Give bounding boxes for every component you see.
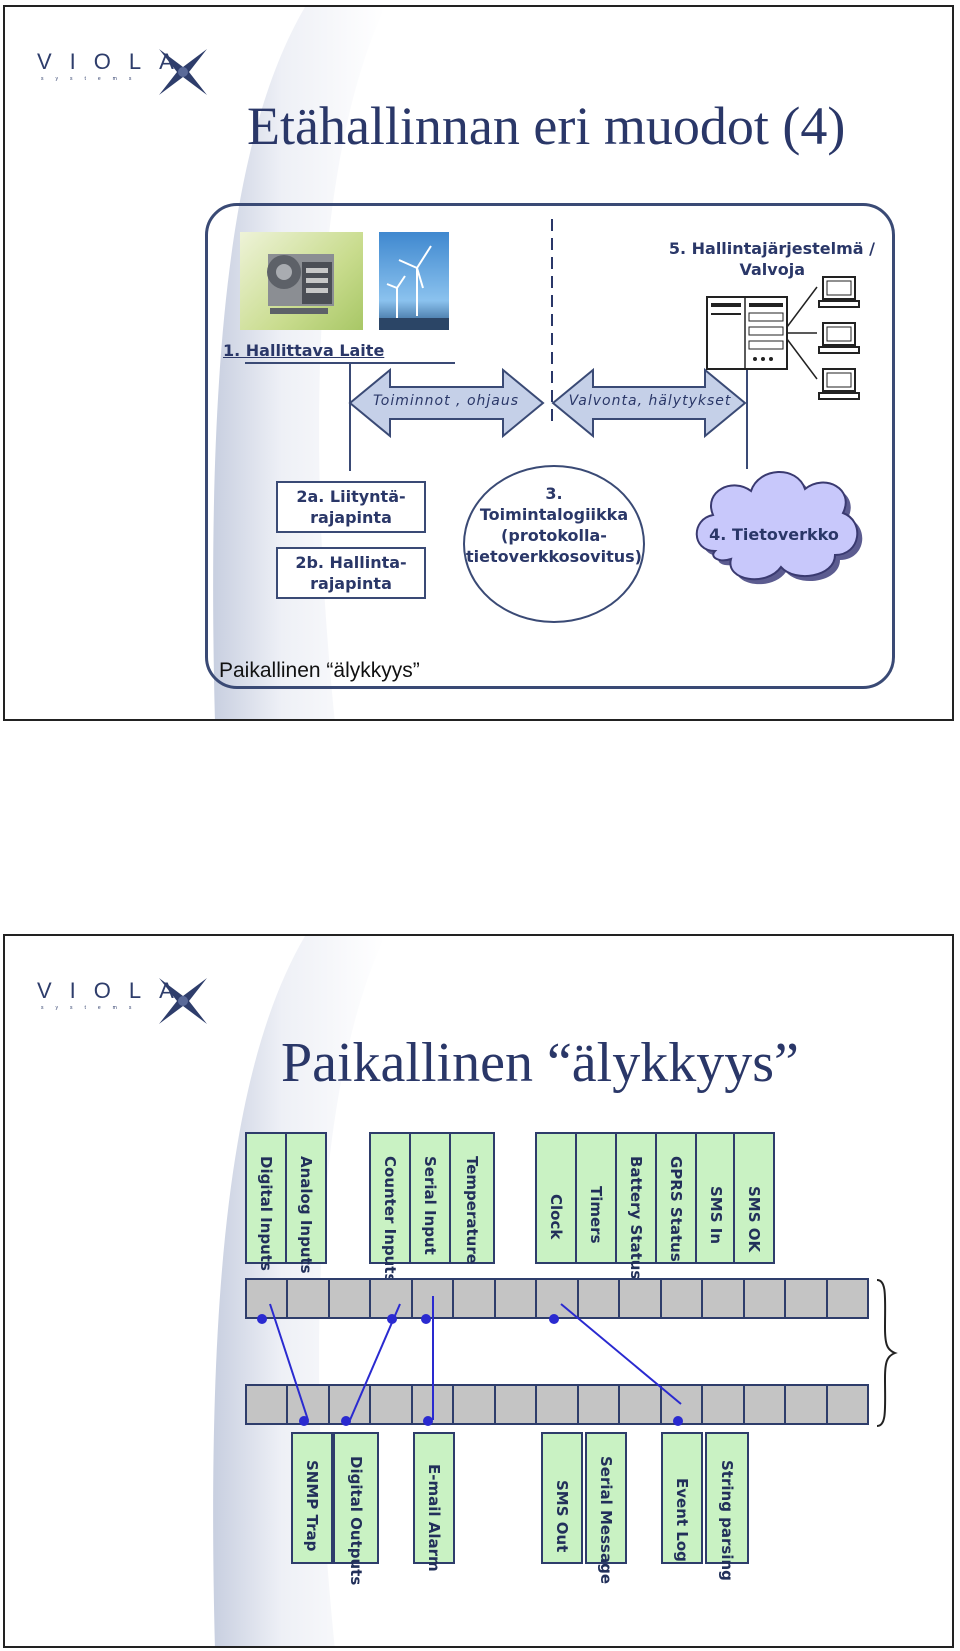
logic-line-1: 3.: [545, 484, 563, 503]
output-label: Serial Message: [597, 1456, 615, 1584]
mapping-lines: [269, 1296, 682, 1421]
input-label: Battery Status: [627, 1156, 645, 1280]
output-label: Event Log: [673, 1478, 691, 1562]
computer-icon: [818, 368, 860, 400]
output-string-parsing: String parsing: [705, 1432, 749, 1581]
interface-2b-line-2: rajapinta: [310, 574, 392, 593]
mapping-dot: [673, 1416, 683, 1426]
logic-line-4: tietoverkkosovitus): [466, 547, 642, 566]
logo-star-icon: [159, 978, 207, 1024]
output-label: String parsing: [718, 1460, 736, 1581]
page-title: Etähallinnan eri muodot (4): [247, 96, 846, 156]
brace-icon: [876, 1279, 898, 1427]
diagram-connectors: [245, 219, 748, 471]
computer-icon: [818, 276, 860, 308]
interface-2a-line-1: 2a. Liityntä-: [296, 487, 406, 506]
computer-icon: [818, 322, 860, 354]
input-label: GPRS Status: [667, 1156, 685, 1262]
mgmt-system-line-1: 5. Hallintajärjestelmä /: [668, 239, 875, 258]
input-label: SMS In: [707, 1186, 725, 1245]
device-photo: [240, 232, 363, 330]
input-label: Timers: [587, 1186, 605, 1244]
input-label: Digital Inputs: [257, 1156, 275, 1271]
network-cloud-icon: [695, 471, 863, 585]
input-sms-ok: SMS OK: [733, 1132, 775, 1264]
logic-line-2: Toimintalogiikka: [479, 505, 629, 524]
arrow-left-label: Toiminnot , ohjaus: [372, 393, 520, 409]
mapping-dot: [341, 1416, 351, 1426]
output-sms-out: SMS Out: [541, 1432, 583, 1564]
output-label: SMS Out: [553, 1480, 571, 1553]
wind-turbine-photo: [379, 232, 449, 330]
logo-text: VIOLA: [37, 978, 192, 1003]
network-label: 4. Tietoverkko: [709, 525, 839, 544]
logic-ellipse: [463, 465, 645, 623]
mapping-dot: [423, 1416, 433, 1426]
footer-label: Paikallinen “älykkyys”: [219, 659, 420, 682]
logo-subtext: systems: [41, 76, 144, 82]
slide-1: VIOLA systems Etähallinnan eri muodot (4…: [3, 5, 954, 721]
page-title: Paikallinen “älykkyys”: [281, 1032, 799, 1094]
mgmt-system-line-2: Valvoja: [739, 260, 806, 279]
output-digital-outputs: Digital Outputs: [333, 1432, 379, 1585]
mapping-dot: [387, 1314, 397, 1324]
output-event-log: Event Log: [661, 1432, 703, 1564]
input-label: Counter Inputs: [381, 1156, 399, 1283]
output-label: SNMP Trap: [303, 1460, 321, 1552]
logo-text: VIOLA: [37, 49, 192, 74]
slide-2: VIOLA systems Paikallinen “älykkyys” Dig…: [3, 934, 954, 1648]
output-label: Digital Outputs: [347, 1456, 365, 1586]
input-label: SMS OK: [745, 1186, 763, 1253]
input-label: Temperature: [463, 1156, 481, 1264]
mapping-dot: [299, 1416, 309, 1426]
mapping-dot: [549, 1314, 559, 1324]
interface-2b-box: 2b. Hallinta- rajapinta: [276, 547, 426, 599]
logo-star-icon: [159, 49, 207, 95]
managed-device-label: 1. Hallittava Laite: [223, 341, 385, 360]
mgmt-system-label: 5. Hallintajärjestelmä / Valvoja: [615, 238, 875, 280]
input-clock: Clock: [535, 1132, 577, 1264]
logic-line-3: (protokolla-: [501, 526, 607, 545]
output-label: E-mail Alarm: [425, 1464, 443, 1572]
interface-2b-line-1: 2b. Hallinta-: [295, 553, 407, 572]
server-rack-icon: [706, 286, 818, 380]
input-counter-inputs: Counter Inputs: [369, 1132, 411, 1282]
input-label: Clock: [547, 1194, 565, 1240]
input-register-row: [245, 1278, 869, 1319]
output-snmp-trap: SNMP Trap: [291, 1432, 333, 1564]
arrow-right-label: Valvonta, hälytykset: [568, 393, 732, 409]
interface-2a-line-2: rajapinta: [310, 508, 392, 527]
diagram-frame: [205, 203, 895, 689]
input-label: Analog Inputs: [297, 1156, 315, 1274]
output-email-alarm: E-mail Alarm: [413, 1432, 455, 1572]
input-label: Serial Input: [421, 1156, 439, 1255]
mapping-dot: [257, 1314, 267, 1324]
interface-2a-box: 2a. Liityntä- rajapinta: [276, 481, 426, 533]
input-analog-inputs: Analog Inputs: [285, 1132, 327, 1274]
logic-label: 3. Toimintalogiikka (protokolla- tietove…: [445, 483, 663, 567]
mapping-dot: [421, 1314, 431, 1324]
input-temperature: Temperature: [449, 1132, 495, 1264]
logo-subtext: systems: [41, 1005, 144, 1011]
output-serial-message: Serial Message: [585, 1432, 627, 1584]
